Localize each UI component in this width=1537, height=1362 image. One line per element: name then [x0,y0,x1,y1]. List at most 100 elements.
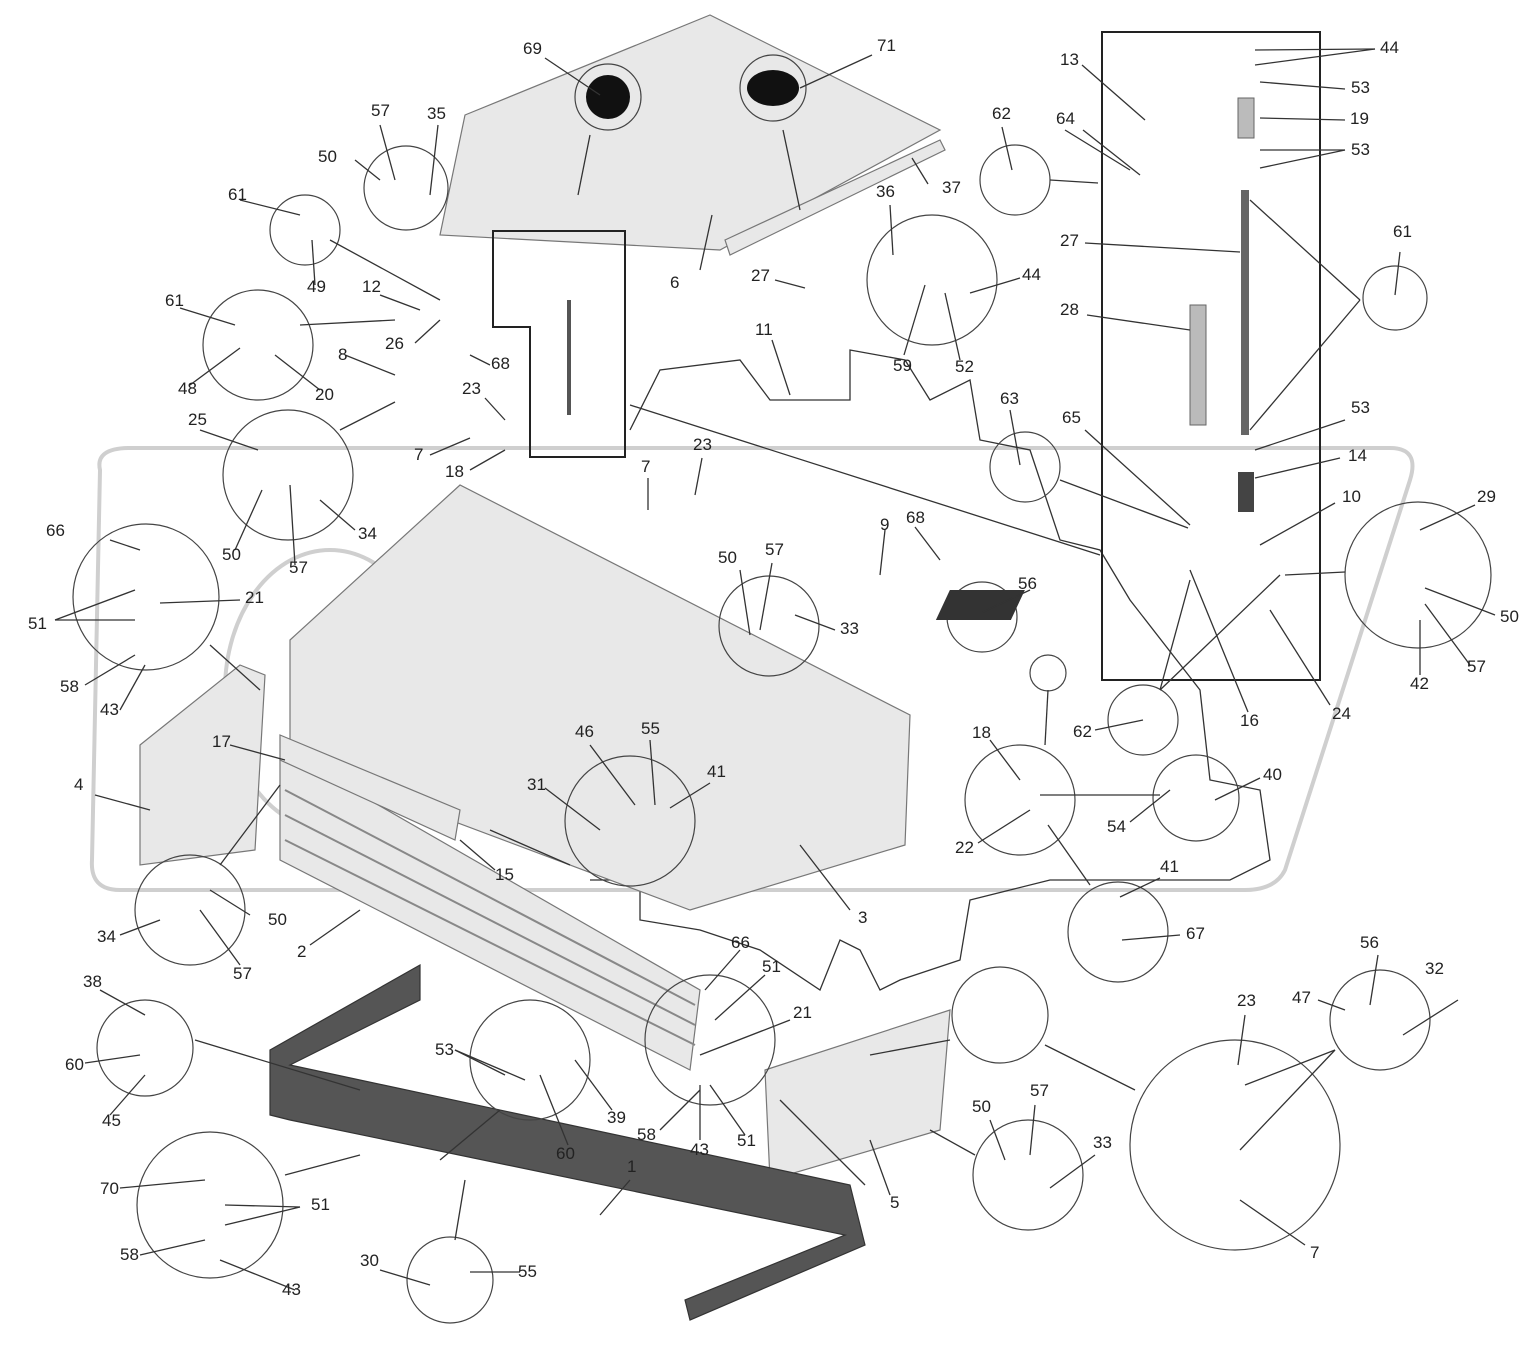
part-label-47: 47 [1292,988,1311,1007]
detail-box-right [1101,31,1321,681]
part-label-22: 22 [955,838,974,857]
part-label-36: 36 [876,182,895,201]
part-label-51-3: 51 [737,1131,756,1150]
part-label-9: 9 [880,515,889,534]
part-label-66: 66 [46,521,65,540]
part-label-52: 52 [955,357,974,376]
top-hood-panel [439,14,942,251]
part-label-50: 50 [318,147,337,166]
part-label-59: 59 [893,356,912,375]
part-label-50-3: 50 [718,548,737,567]
part-label-55: 55 [641,719,660,738]
part-label-14: 14 [1348,446,1367,465]
part-label-63: 63 [1000,389,1019,408]
part-label-50-6: 50 [972,1097,991,1116]
part-label-34: 34 [358,524,377,543]
part-label-70: 70 [100,1179,119,1198]
part-label-62-2: 62 [1073,722,1092,741]
pad-stack-24 [935,590,1025,620]
part-label-21: 21 [245,588,264,607]
part-label-38: 38 [83,972,102,991]
part-label-27: 27 [751,266,770,285]
part-label-10: 10 [1342,487,1361,506]
part-label-57-4: 57 [233,964,252,983]
part-label-2: 2 [297,942,306,961]
part-label-32: 32 [1425,959,1444,978]
part-label-40: 40 [1263,765,1282,784]
part-label-43: 43 [100,700,119,719]
part-label-51: 51 [28,614,47,633]
grille-slats [284,789,696,1046]
part-label-50-2: 50 [222,545,241,564]
part-label-31: 31 [527,775,546,794]
part-label-33-2: 33 [1093,1133,1112,1152]
part-label-57-6: 57 [1030,1081,1049,1100]
part-label-12: 12 [362,277,381,296]
part-label-3: 3 [858,908,867,927]
detail-box-middle [492,230,626,458]
part-label-35: 35 [427,104,446,123]
part-label-23-3: 23 [1237,991,1256,1010]
part-label-71: 71 [877,36,896,55]
part-label-33: 33 [840,619,859,638]
left-side-panel [139,664,266,866]
part-label-7-3: 7 [1310,1243,1319,1262]
part-label-60-2: 60 [556,1144,575,1163]
part-label-43-3: 43 [282,1280,301,1299]
part-label-26: 26 [385,334,404,353]
strip-15 [279,734,461,841]
part-label-61-2: 61 [165,291,184,310]
spring-28 [1189,304,1207,426]
part-label-11: 11 [755,320,773,339]
leader-lines [54,48,1496,1291]
part-label-53-4: 53 [435,1040,454,1059]
rod-center [567,300,571,415]
part-label-46: 46 [575,722,594,741]
part-label-61: 61 [228,185,247,204]
part-label-62: 62 [992,104,1011,123]
part-label-68-2: 68 [906,508,925,527]
part-number-labels: 1234567778910111213141516171818192021212… [28,36,1519,1299]
part-label-6: 6 [670,273,679,292]
part-label-21-2: 21 [793,1003,812,1022]
part-label-56-2: 56 [1360,933,1379,952]
part-label-25: 25 [188,410,207,429]
part-label-61-3: 61 [1393,222,1412,241]
part-label-37: 37 [942,178,961,197]
part-label-16: 16 [1240,711,1259,730]
part-label-15: 15 [495,865,514,884]
part-label-43-2: 43 [690,1140,709,1159]
part-label-17: 17 [212,732,231,751]
part-label-24: 24 [1332,704,1351,723]
part-label-41: 41 [707,762,726,781]
part-label-7: 7 [414,445,423,464]
part-label-23: 23 [462,379,481,398]
part-label-1: 1 [627,1157,636,1176]
part-label-23-2: 23 [693,435,712,454]
detail-circles [72,54,1492,1324]
part-label-28: 28 [1060,300,1079,319]
assembly-outline [590,349,1271,991]
part-label-57-3: 57 [765,540,784,559]
part-label-7-2: 7 [641,457,650,476]
part-label-67: 67 [1186,924,1205,943]
part-label-41-2: 41 [1160,857,1179,876]
part-label-60: 60 [65,1055,84,1074]
part-label-44: 44 [1380,38,1399,57]
part-label-53-2: 53 [1351,140,1370,159]
part-label-8: 8 [338,345,347,364]
part-label-57-2: 57 [289,558,308,577]
plug-71-icon [747,70,799,106]
part-label-50-5: 50 [1500,607,1519,626]
part-label-58: 58 [60,677,79,696]
part-label-18: 18 [445,462,464,481]
part-label-30: 30 [360,1251,379,1270]
part-label-54: 54 [1107,817,1126,836]
part-label-5: 5 [890,1193,899,1212]
right-side-panel [764,1009,951,1181]
part-label-45: 45 [102,1111,121,1130]
part-label-42: 42 [1410,674,1429,693]
part-label-29: 29 [1477,487,1496,506]
part-label-64: 64 [1056,109,1075,128]
part-label-69: 69 [523,39,542,58]
